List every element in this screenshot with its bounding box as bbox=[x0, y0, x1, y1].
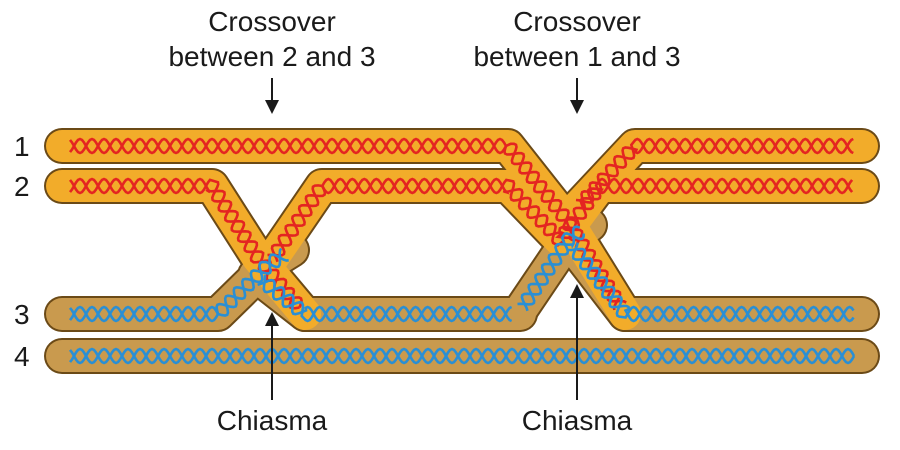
chiasma-left-arrow bbox=[265, 312, 279, 400]
chromatid-number-3: 3 bbox=[14, 299, 30, 330]
chromatid-1-dna-b-strand-1 bbox=[580, 137, 854, 209]
chromatid-4-dna-strand-2 bbox=[68, 347, 856, 365]
dna-helices bbox=[68, 137, 856, 365]
crossover-left-label-line2: between 2 and 3 bbox=[168, 41, 375, 72]
chiasma-left-label: Chiasma bbox=[217, 405, 328, 436]
chromatid-3-dna-d-strand-2 bbox=[571, 242, 855, 323]
chiasma-right-arrow bbox=[570, 284, 584, 400]
chromatid-3-dna-c-strand-1 bbox=[257, 278, 513, 323]
chromatid-bodies bbox=[44, 128, 880, 374]
chromatid-3-dna-b-strand-2 bbox=[517, 225, 581, 306]
chromatid-4-dna-strand-1 bbox=[68, 347, 856, 365]
chromatid-3-dna-c-strand-2 bbox=[262, 275, 513, 323]
crossover-left-arrow bbox=[265, 78, 279, 114]
crossover-right-arrow bbox=[570, 78, 584, 114]
crossover-left-label-line1: Crossover bbox=[208, 6, 336, 37]
chromatid-number-1: 1 bbox=[14, 131, 30, 162]
chromatid-1-dna-b-strand-2 bbox=[575, 137, 854, 204]
chromatid-number-2: 2 bbox=[14, 171, 30, 202]
chromatid-1-dna-strand-2 bbox=[68, 137, 622, 311]
chiasma-right-label: Chiasma bbox=[522, 405, 633, 436]
chromatid-2-dna-b-strand-2 bbox=[267, 177, 854, 257]
crossover-right-label-line1: Crossover bbox=[513, 6, 641, 37]
chromatid-number-4: 4 bbox=[14, 341, 30, 372]
chromatid-1-dna-strand-1 bbox=[68, 137, 627, 304]
crossover-right-label-line2: between 1 and 3 bbox=[473, 41, 680, 72]
chromatid-3-dna-strand-2 bbox=[68, 247, 283, 323]
